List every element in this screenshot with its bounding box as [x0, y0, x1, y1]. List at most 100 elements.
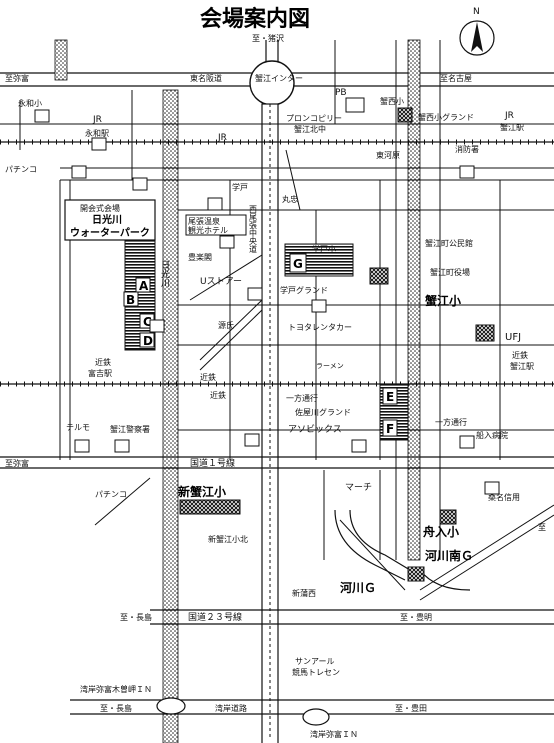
ippou1: 一方通行	[286, 393, 318, 403]
field-f	[382, 419, 398, 437]
kawana-s-mark	[407, 566, 425, 582]
field-e	[382, 387, 398, 405]
venue-name1: 日光川	[92, 213, 122, 226]
kanie-north: 蟹江北中	[294, 124, 326, 134]
kanie-hall: 蟹江町公民館	[425, 238, 473, 248]
kisozaki-in-icon	[156, 697, 186, 715]
terumo: テルモ	[66, 423, 90, 432]
onsen1: 尾張温泉	[188, 216, 220, 226]
to-nagashima1: 至・長島	[120, 612, 152, 622]
to-nagoya: 至名古屋	[440, 73, 472, 83]
field-d-label: D	[143, 334, 153, 348]
kanie-nishi-elem: 蟹西小	[380, 96, 404, 106]
kintetsu-mid: 近鉄	[200, 372, 216, 382]
nishio-road-label: 西尾張中央道	[249, 205, 258, 254]
zhi-right: 至	[538, 523, 546, 532]
onsen2: 観光ホテル	[188, 225, 228, 235]
kawana-g: 河川Ｇ	[339, 580, 376, 595]
north-road	[265, 40, 279, 62]
north-arrow-icon: N	[459, 7, 495, 56]
to-yatomi-mid: 至弥富	[5, 458, 29, 468]
venue-title-box	[64, 199, 156, 241]
funairi-hosp: 船入病院	[476, 430, 508, 440]
to-nagashima2: 至・長島	[100, 703, 132, 713]
kanie-elem: 蟹江小	[424, 293, 461, 308]
yatomi-kisozaki: 湾岸弥富木曽岬ＩＮ	[80, 684, 152, 694]
field-d	[139, 332, 155, 348]
sakumagawa: 佐屋川グランド	[295, 407, 351, 417]
eiwa-station: 永和駅	[85, 128, 109, 138]
shinbo-west: 新蒲西	[292, 588, 316, 598]
ufj: UFJ	[505, 332, 521, 343]
pachinko-top: パチンコ	[5, 165, 37, 174]
kintetsu-right: 近鉄	[512, 350, 528, 360]
field-a	[135, 277, 151, 293]
tomiyoshi: 富吉駅	[88, 368, 112, 378]
kanie-ic-circle	[249, 60, 295, 106]
map-title: 会場案内図	[200, 6, 310, 32]
sunar2: 競馬トレセン	[292, 667, 340, 677]
kanie-police: 蟹江警察署	[110, 424, 150, 434]
kawana-s-g: 河川南Ｇ	[424, 548, 473, 563]
nishio-road	[261, 103, 279, 743]
kinki-rail: 近鉄	[210, 390, 226, 400]
field-b-label: B	[126, 293, 135, 307]
building-boxes	[34, 97, 500, 495]
to-yatomi-top: 至弥富	[5, 73, 29, 83]
gakudo-elem: 学戸小	[312, 244, 336, 254]
ustore: Uストアー	[200, 277, 242, 287]
shin-kanie: 新蟹江小	[178, 484, 226, 499]
nikko-river-label: 日光川	[159, 260, 170, 287]
toyota: トヨタレンタカー	[288, 323, 352, 332]
pachinko-bot: パチンコ	[95, 490, 127, 499]
eiwa-elem: 永和小	[18, 98, 42, 108]
funairi-elem: 舟入小	[423, 524, 459, 539]
fire-station: 消防署	[455, 144, 479, 154]
gakudo: 学戸	[232, 182, 248, 192]
field-f-label: F	[386, 422, 394, 436]
route1: 国道１号線	[190, 457, 235, 469]
kuwana: 桑名信用	[488, 492, 520, 502]
jr-kanie-line: JR	[504, 111, 514, 121]
shin-kanie-mark	[179, 499, 241, 515]
left-river-top	[54, 39, 68, 81]
north-label: N	[473, 7, 480, 17]
ippou2: 一方通行	[435, 417, 467, 427]
to-shinzawa: 至・猪沢	[252, 33, 284, 43]
kanie-right: 蟹江駅	[510, 361, 534, 371]
to-toyoake: 至・豊明	[400, 612, 432, 622]
field-g	[289, 253, 307, 273]
kanie-nishi-ground-mark	[397, 107, 413, 123]
jr-eiwa-line: JR	[92, 115, 102, 125]
jr-mid: JR	[217, 133, 227, 143]
kanie-station: 蟹江駅	[500, 122, 524, 132]
kintetsu-left: 近鉄	[95, 357, 111, 367]
venue-title: 開会式会場	[80, 203, 120, 213]
pronco: プロンコピリー	[286, 114, 342, 123]
funairi-mark	[439, 509, 457, 525]
meimei: 東名阪道	[190, 73, 222, 83]
field-g-label: G	[293, 257, 303, 271]
field-b	[123, 291, 139, 307]
yatomi-in: 湾岸弥富ＩＮ	[310, 729, 358, 739]
genji: 源氏	[218, 321, 234, 330]
route-23	[150, 609, 554, 625]
wangan-road-label: 湾岸道路	[215, 703, 247, 713]
kanie-hall-mark	[369, 267, 389, 285]
field-c-label: C	[143, 315, 152, 329]
maruchu: 丸忠	[282, 194, 298, 204]
houraikaku: 豊楽閣	[188, 252, 212, 262]
field-e-label: E	[386, 390, 394, 404]
gakudo-ground: 学戸グランド	[280, 285, 328, 295]
pb: PB	[335, 88, 347, 98]
higashi-kawara: 東河原	[376, 150, 400, 160]
kanie-elem-mark	[475, 324, 495, 342]
kanie-nishi-ground: 蟹西小グランド	[418, 112, 474, 122]
route23: 国道２３号線	[188, 611, 242, 623]
ramen: ラーメン	[316, 362, 344, 370]
sunar1: サンアール	[295, 657, 335, 666]
yatomi-in-icon	[302, 708, 330, 726]
kanie-ic: 蟹江インター	[255, 73, 303, 83]
march: マーチ	[345, 482, 372, 493]
